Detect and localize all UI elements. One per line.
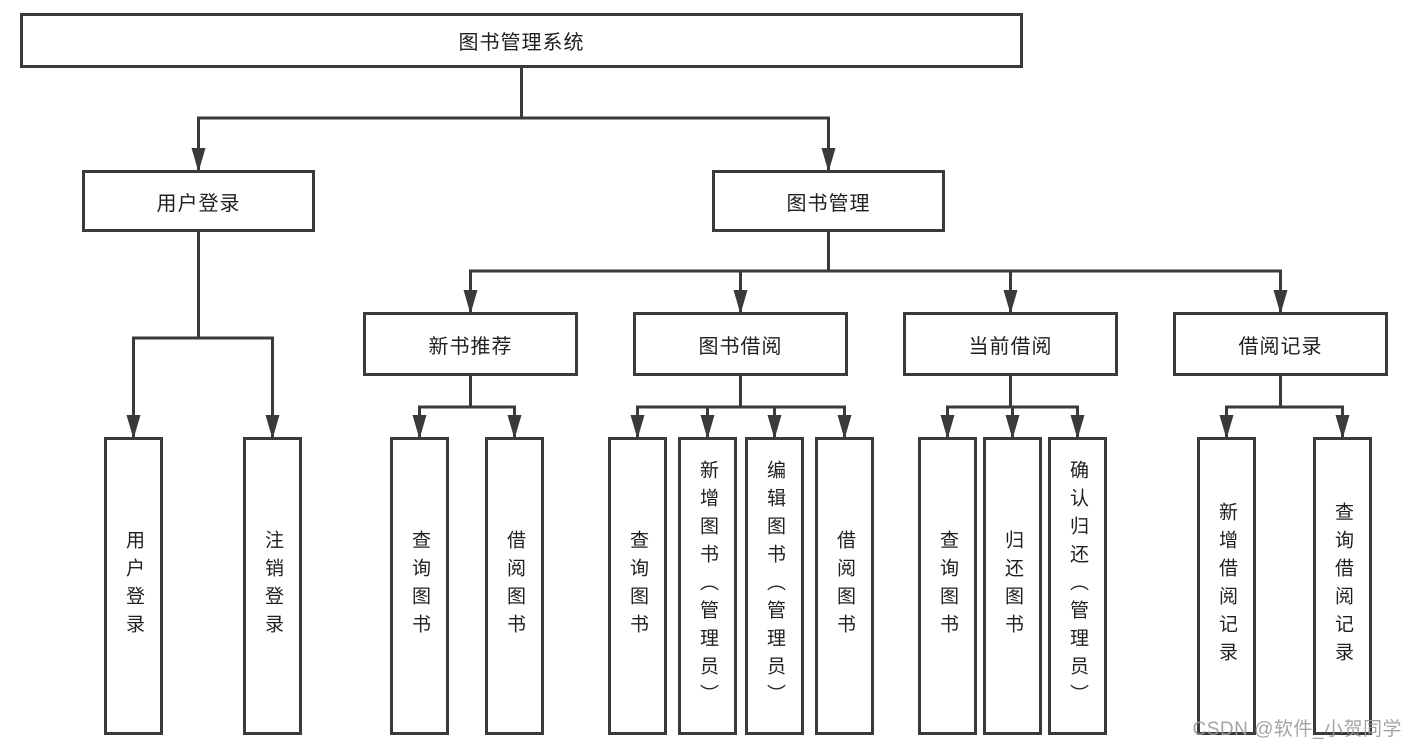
node-label: 查询图书	[627, 530, 648, 642]
node-label: 图书管理系统	[458, 32, 585, 54]
leaf-query-books-borrowing: 查询图书	[608, 437, 667, 735]
node-current-borrowing: 当前借阅	[903, 312, 1118, 376]
leaf-logout: 注销登录	[243, 437, 302, 735]
node-label: 新增图书（管理员）	[697, 460, 718, 712]
node-label: 用户登录	[123, 530, 144, 642]
node-borrowing-records: 借阅记录	[1173, 312, 1388, 376]
leaf-borrow-books-recommend: 借阅图书	[485, 437, 544, 735]
node-label: 用户登录	[156, 192, 241, 215]
node-label: 图书管理	[786, 192, 871, 215]
node-label: 借阅图书	[504, 530, 525, 642]
leaf-borrow-books: 借阅图书	[815, 437, 874, 735]
leaf-query-books-current: 查询图书	[918, 437, 977, 735]
node-label: 查询借阅记录	[1332, 502, 1353, 670]
leaf-return-books: 归还图书	[983, 437, 1042, 735]
leaf-edit-books-admin: 编辑图书（管理员）	[745, 437, 804, 735]
node-label: 编辑图书（管理员）	[764, 460, 785, 712]
node-label: 借阅记录	[1238, 335, 1323, 358]
node-label: 新增借阅记录	[1216, 502, 1237, 670]
csdn-watermark: CSDN @软件_小贺同学	[1192, 719, 1402, 740]
node-label: 确认归还（管理员）	[1067, 460, 1088, 712]
leaf-add-borrow-record: 新增借阅记录	[1197, 437, 1256, 735]
node-label: 新书推荐	[428, 335, 513, 358]
node-library-management-system: 图书管理系统	[20, 13, 1023, 68]
node-label: 归还图书	[1002, 530, 1023, 642]
node-user-login: 用户登录	[82, 170, 315, 232]
node-label: 图书借阅	[698, 335, 783, 358]
node-label: 查询图书	[409, 530, 430, 642]
node-book-borrowing: 图书借阅	[633, 312, 848, 376]
node-label: 当前借阅	[968, 335, 1053, 358]
leaf-add-books-admin: 新增图书（管理员）	[678, 437, 737, 735]
leaf-query-books-recommend: 查询图书	[390, 437, 449, 735]
node-new-book-recommendation: 新书推荐	[363, 312, 578, 376]
node-label: 借阅图书	[834, 530, 855, 642]
leaf-query-borrow-record: 查询借阅记录	[1313, 437, 1372, 735]
node-label: 注销登录	[262, 530, 283, 642]
leaf-confirm-return-admin: 确认归还（管理员）	[1048, 437, 1107, 735]
leaf-user-login: 用户登录	[104, 437, 163, 735]
node-label: 查询图书	[937, 530, 958, 642]
node-book-management: 图书管理	[712, 170, 945, 232]
